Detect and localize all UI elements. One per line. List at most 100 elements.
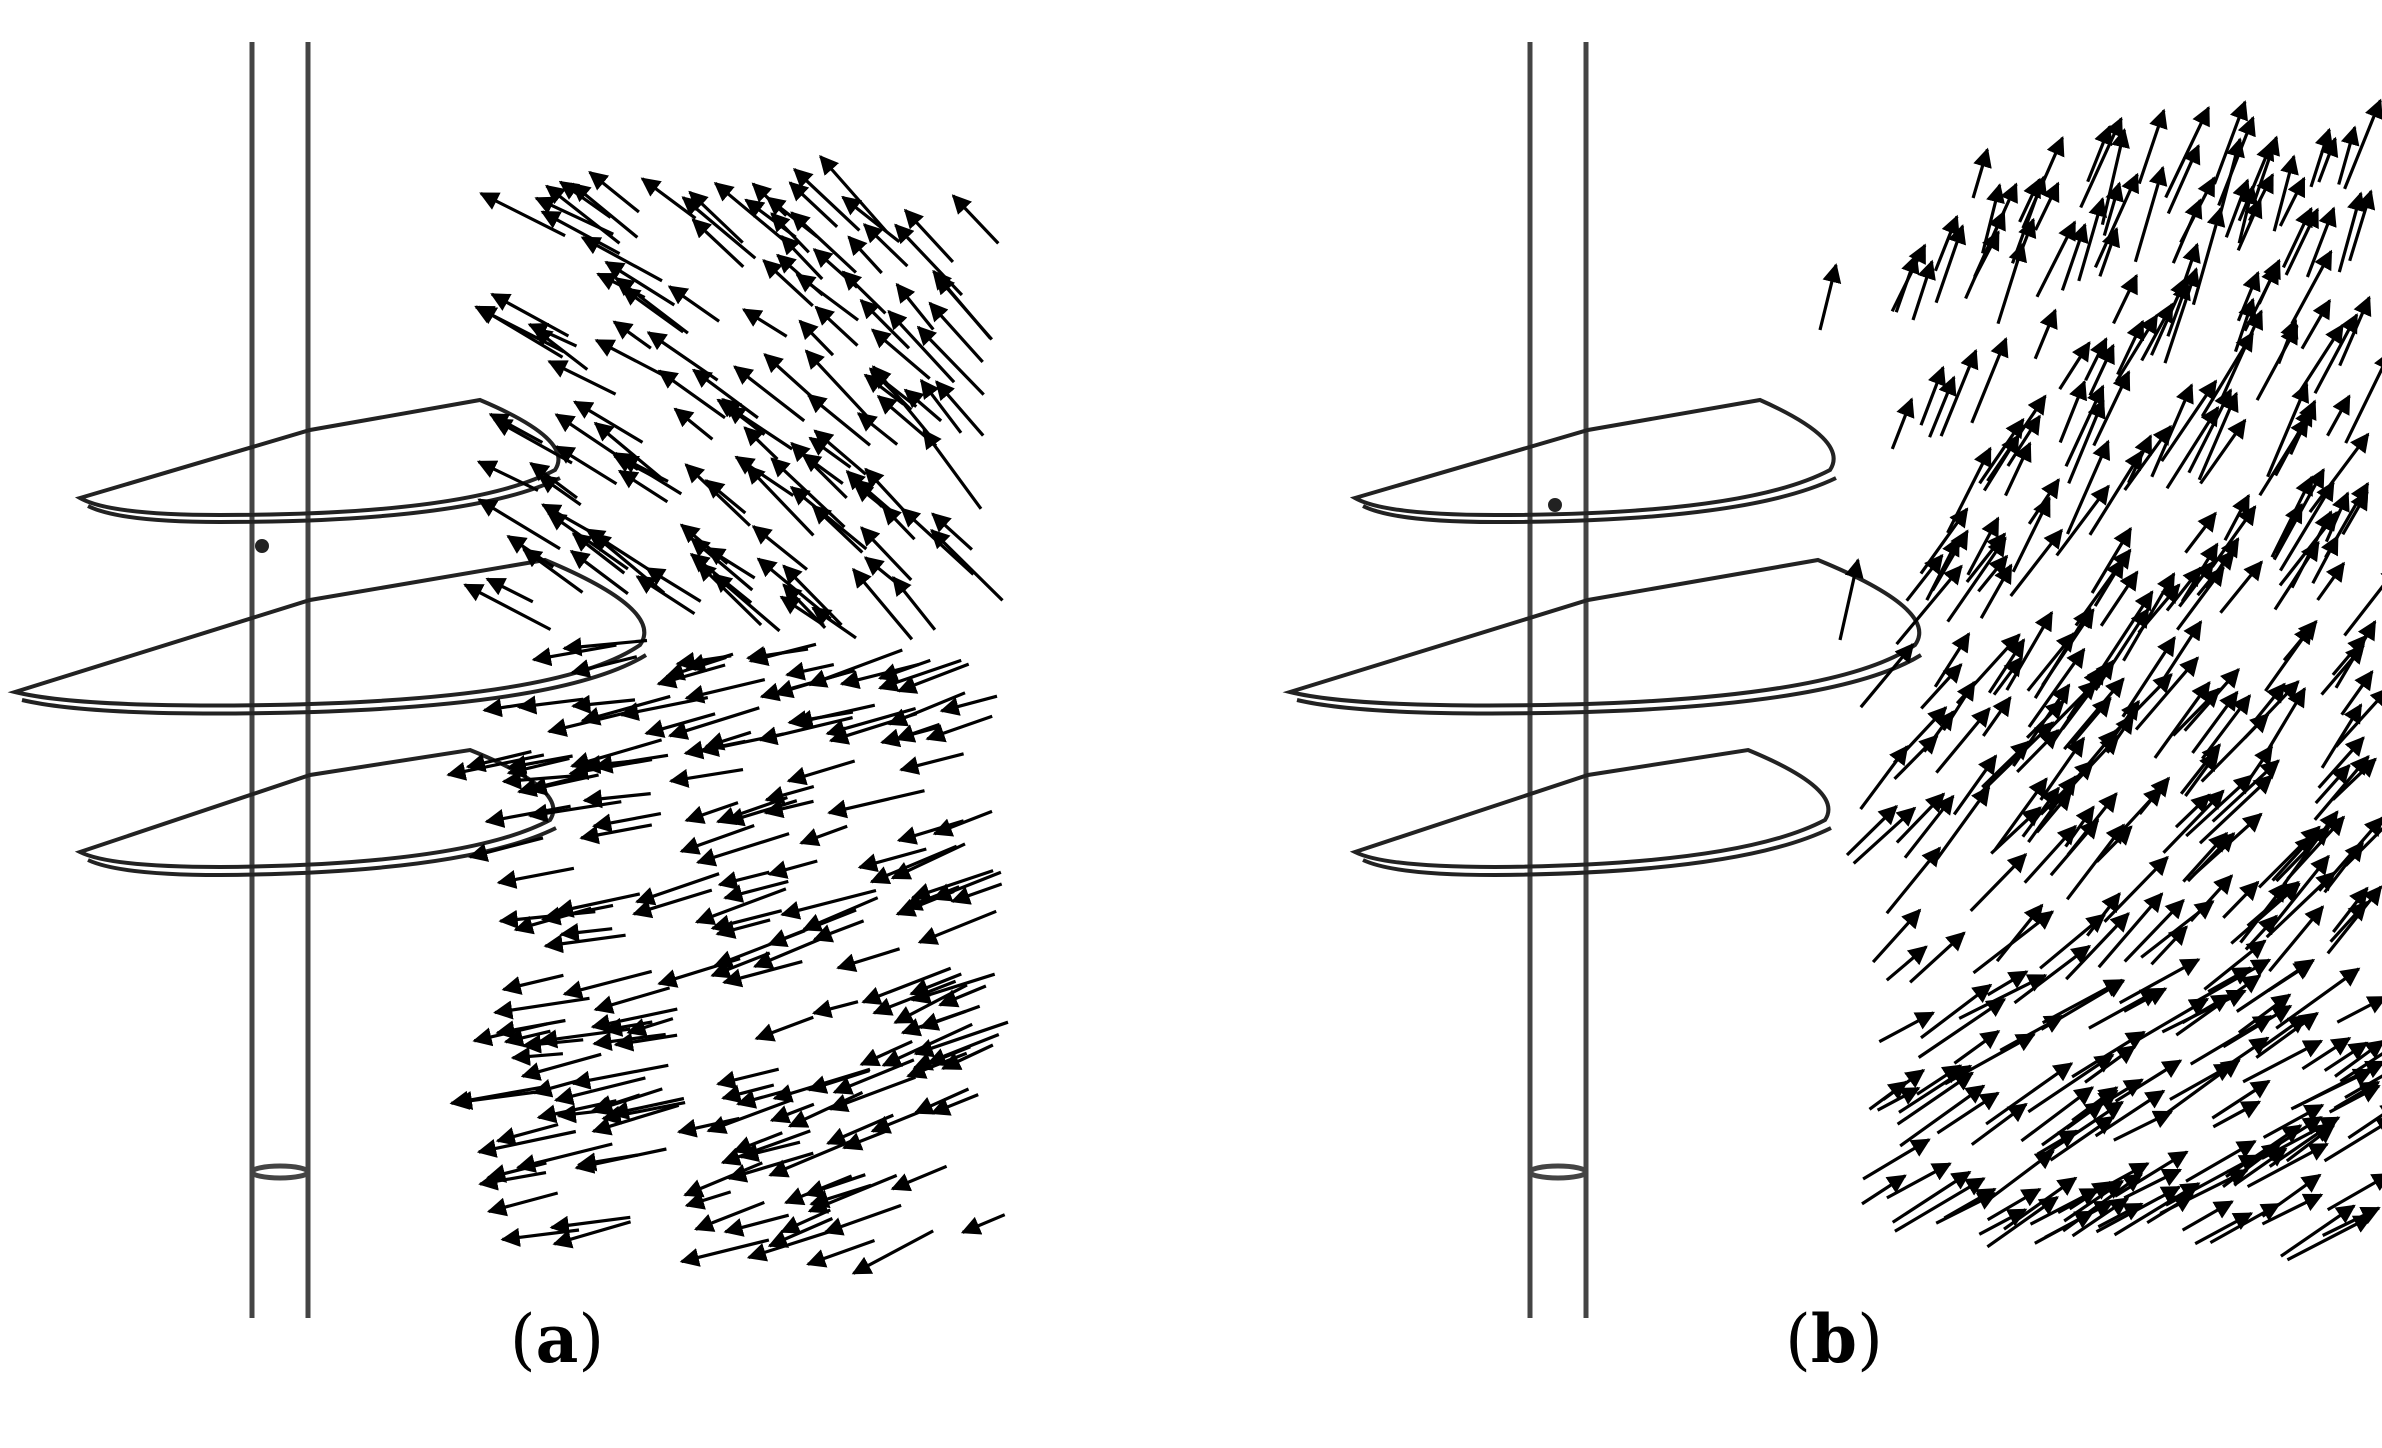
vector-arrow-a: [785, 661, 835, 681]
vector-arrow-b: [2241, 744, 2274, 791]
vector-arrow-a: [609, 1096, 685, 1120]
vector-arrow-a: [896, 819, 965, 845]
vector-arrow-b: [2344, 350, 2382, 444]
vector-arrow-a: [619, 696, 709, 721]
vector-arrow-a: [922, 429, 983, 510]
vector-arrow-b: [2284, 207, 2320, 276]
vector-arrow-b: [1859, 642, 1915, 709]
vector-arrow-b: [2093, 172, 2139, 269]
vector-arrow-a: [881, 505, 916, 541]
vector-arrow-a: [590, 1007, 678, 1033]
vector-arrow-b: [2326, 394, 2351, 437]
vector-arrow-a: [804, 349, 869, 418]
vector-arrow-b: [1903, 794, 1955, 859]
vector-arrow-b: [2150, 383, 2194, 478]
vector-arrow-a: [826, 1113, 894, 1146]
vector-arrow-b: [2286, 1214, 2374, 1262]
vector-arrow-b: [1838, 558, 1864, 641]
vector-arrow-a: [617, 469, 669, 504]
vector-arrow-a: [941, 1043, 994, 1070]
vector-arrow-a: [863, 556, 907, 592]
vector-arrow-a: [684, 1190, 732, 1210]
vector-arrow-a: [517, 773, 588, 797]
vector-arrow-a: [827, 789, 925, 819]
vector-arrow-b: [2194, 1211, 2254, 1246]
vector-arrow-a: [476, 1129, 577, 1158]
vector-arrow-b: [1894, 1177, 1986, 1233]
vector-arrow-a: [604, 260, 676, 307]
vector-arrow-b: [2326, 885, 2382, 955]
vector-arrow-b: [1919, 365, 1946, 426]
vector-arrow-b: [2211, 1079, 2271, 1120]
vector-arrow-a: [807, 1173, 898, 1214]
vector-arrow-b: [2340, 670, 2374, 716]
vector-arrow-b: [1891, 1170, 1972, 1224]
vector-arrow-b: [1981, 740, 2031, 789]
vector-arrow-b: [1925, 536, 1961, 601]
vector-arrow-b: [2160, 379, 2218, 462]
panel-a: [7, 42, 1009, 1318]
vector-arrow-a: [960, 1213, 1006, 1235]
vector-arrow-a: [899, 752, 964, 775]
vector-arrow-b: [2058, 341, 2091, 390]
vector-arrow-b: [2275, 825, 2331, 883]
vector-arrow-b: [2222, 880, 2260, 919]
vector-arrow-b: [2230, 882, 2301, 945]
vector-arrow-a: [787, 1090, 864, 1128]
velocity-vectors-b: [1818, 98, 2382, 1262]
vector-arrow-a: [857, 847, 927, 873]
vector-arrow-a: [592, 1093, 641, 1114]
vector-arrow-b: [2074, 548, 2132, 627]
vector-arrow-b: [2243, 680, 2300, 740]
vector-arrow-b: [2065, 912, 2130, 981]
vector-arrow-a: [859, 298, 911, 350]
vector-arrow-b: [2183, 667, 2240, 732]
vector-arrow-b: [2150, 925, 2188, 966]
vector-arrow-b: [1935, 1191, 1998, 1225]
vector-arrow-a: [529, 462, 578, 500]
vector-arrow-b: [2038, 1100, 2124, 1160]
vector-arrow-b: [2343, 98, 2382, 190]
vector-arrow-a: [930, 528, 1004, 602]
vector-arrow-b: [2027, 1053, 2115, 1114]
vector-arrow-a: [808, 436, 852, 469]
vector-arrow-b: [2035, 220, 2077, 298]
vector-arrow-b: [1933, 214, 1960, 272]
vector-arrow-a: [779, 1208, 831, 1234]
vector-arrow-b: [2211, 759, 2280, 823]
vector-arrow-a: [836, 947, 901, 972]
vector-arrow-b: [2320, 703, 2363, 769]
vector-arrow-b: [2064, 384, 2105, 467]
vector-arrow-b: [1899, 1084, 1986, 1148]
vector-arrow-a: [673, 407, 714, 441]
vector-arrow-b: [2223, 493, 2251, 541]
vector-arrow-a: [869, 369, 918, 408]
vector-arrow-b: [2084, 1044, 2137, 1084]
vector-arrow-b: [2267, 960, 2314, 993]
vector-arrow-a: [798, 319, 835, 357]
vector-arrow-b: [2123, 987, 2168, 1013]
vector-arrow-a: [496, 866, 575, 889]
vector-arrow-a: [828, 712, 918, 745]
vector-arrow-a: [694, 1200, 765, 1232]
vector-arrow-a: [811, 999, 859, 1019]
vector-arrow-b: [2180, 542, 2219, 603]
vector-arrow-a: [472, 1022, 548, 1047]
vector-arrow-b: [2331, 634, 2367, 676]
vector-arrow-b: [2049, 1115, 2115, 1162]
vector-arrow-a: [859, 1039, 913, 1067]
vector-arrow-b: [2210, 505, 2257, 568]
vector-arrow-a: [733, 365, 806, 423]
vector-arrow-a: [716, 1067, 780, 1090]
vector-arrow-a: [559, 922, 613, 943]
vector-arrow-b: [2334, 687, 2382, 748]
vector-arrow-a: [490, 292, 570, 338]
vector-arrow-b: [2027, 647, 2086, 728]
vector-arrow-a: [613, 1032, 678, 1052]
vector-arrow-a: [635, 575, 696, 616]
vector-arrow-b: [1990, 806, 2042, 855]
vector-arrow-b: [2123, 1168, 2183, 1200]
vector-arrow-a: [585, 528, 649, 571]
vector-arrow-a: [685, 652, 734, 673]
vector-arrow-a: [851, 1229, 934, 1275]
